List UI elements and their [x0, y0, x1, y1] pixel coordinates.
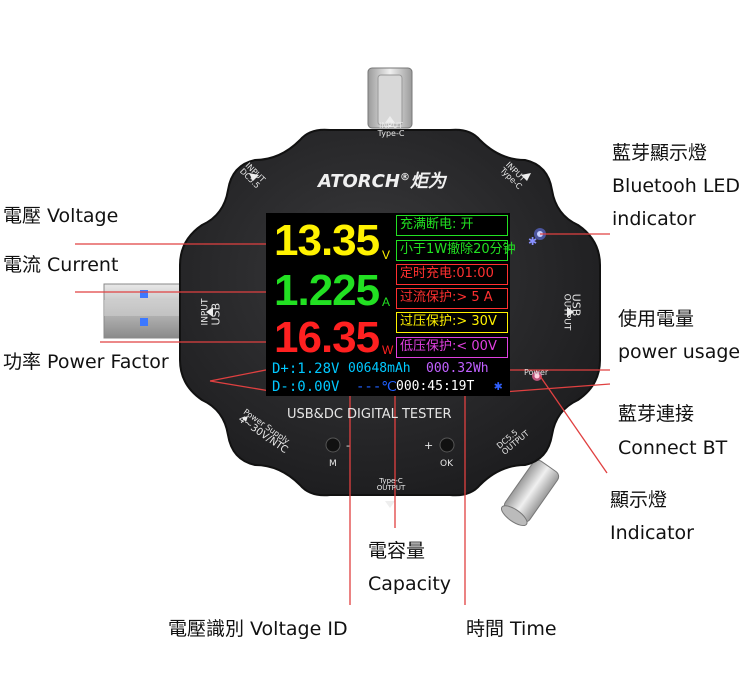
ok-button[interactable]: [439, 437, 455, 453]
ok-button-label: OK: [440, 459, 453, 469]
settings-row: 小于1W撤除20分钟: [396, 240, 516, 261]
settings-row: 过压保护:> 30V: [396, 312, 508, 333]
callout-connect-en: Connect BT: [618, 437, 728, 459]
callout-capacity-cn: 電容量: [368, 540, 426, 562]
callout-indicator-cn: 顯示燈: [610, 489, 668, 511]
bt-led-icon: ✱: [528, 235, 538, 248]
callout-current: 電流 Current: [3, 254, 119, 276]
callout-bt-led-en: Bluetooh LED: [612, 175, 741, 197]
brand-logo: ATORCH®炬为: [318, 171, 446, 192]
callout-time: 時間 Time: [466, 618, 557, 640]
m-button[interactable]: [325, 437, 341, 453]
dminus-voltage: D-:0.00V: [272, 379, 340, 395]
capacity-value: 00648mAh: [348, 361, 411, 376]
callout-connect-cn: 藍芽連接: [618, 403, 695, 425]
lcd-screen: 13.35 V 1.225 A 16.35 W 充满断电: 开小于1W撤除20分…: [266, 213, 516, 396]
dplus-voltage: D+:1.28V: [272, 361, 340, 377]
m-button-label: M: [329, 459, 337, 469]
callout-usage-cn: 使用電量: [618, 308, 695, 330]
callout-bt-led-cn: 藍芽顯示燈: [612, 142, 708, 164]
top-typec-plug: [367, 67, 413, 129]
callout-voltage: 電壓 Voltage: [3, 205, 119, 227]
dc-plug: [501, 459, 560, 527]
power-unit: W: [382, 343, 394, 357]
bt-status-icon: ✱: [494, 378, 503, 394]
ok-button-sign: +: [424, 439, 434, 452]
callout-bt-led-en2: indicator: [612, 208, 696, 230]
callout-usage-en: power usage: [618, 341, 741, 363]
power-value: 16.35: [274, 313, 380, 362]
settings-row: 低压保护:< 00V: [396, 337, 508, 358]
settings-row: 过流保护:> 5 A: [396, 288, 508, 309]
settings-row: 充满断电: 开: [396, 215, 508, 236]
voltage-unit: V: [382, 248, 391, 262]
energy-value: 000.32Wh: [426, 361, 489, 376]
power-led-label: Power: [524, 368, 549, 377]
callout-power: 功率 Power Factor: [3, 351, 169, 373]
settings-row: 定时充电:01:00: [396, 264, 508, 285]
callout-voltage-id: 電壓識別 Voltage ID: [168, 618, 348, 640]
temperature-value: ---℃: [356, 379, 398, 395]
current-unit: A: [382, 295, 391, 309]
callout-lines: [75, 233, 611, 605]
current-value: 1.225: [274, 266, 380, 315]
product-label: USB&DC DIGITAL TESTER: [287, 407, 452, 422]
m-button-sign: -: [346, 439, 350, 452]
timer-value: 000:45:19T: [396, 379, 475, 394]
voltage-value: 13.35: [274, 216, 380, 265]
callout-indicator-en: Indicator: [610, 522, 694, 544]
callout-capacity-en: Capacity: [368, 573, 452, 595]
